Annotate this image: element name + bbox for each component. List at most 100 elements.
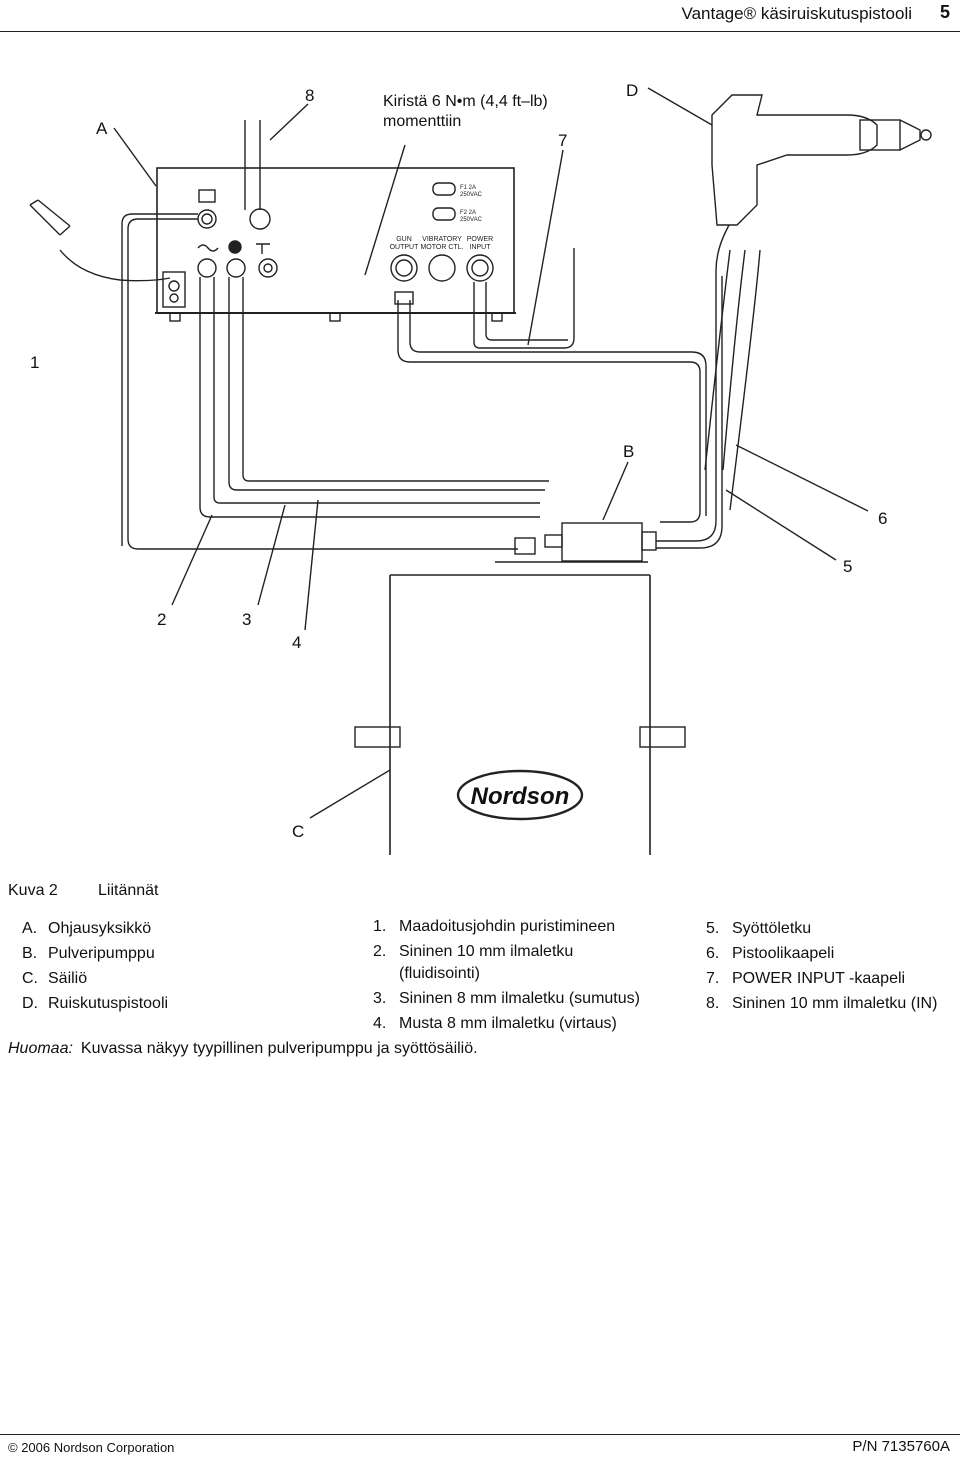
leader-6 bbox=[735, 444, 869, 512]
list-item: 6.Pistoolikaapeli bbox=[706, 941, 937, 966]
figure-caption: Kuva 2 Liitännät bbox=[8, 882, 159, 900]
header-rule bbox=[0, 31, 960, 32]
note-text: Kuvassa näkyy tyypillinen pulveripumppu … bbox=[80, 1040, 478, 1057]
ground-symbol-icon bbox=[169, 293, 179, 303]
list-item: D. Ruiskutuspistooli bbox=[22, 991, 168, 1016]
power-input-label-2: INPUT bbox=[470, 244, 492, 251]
flow-knob-icon bbox=[228, 240, 242, 254]
legend-text: Säiliö bbox=[48, 970, 88, 987]
hopper-handle-right bbox=[639, 726, 686, 748]
fuse1-voltage: 250VAC bbox=[460, 192, 483, 198]
gun-output-connector bbox=[390, 254, 418, 282]
list-item: 5. Syöttöletku bbox=[706, 916, 937, 941]
callout-C: C bbox=[292, 822, 304, 841]
callout-5: 5 bbox=[843, 557, 852, 576]
spray-gun bbox=[711, 94, 878, 226]
pump-elbow bbox=[514, 537, 536, 555]
power-input-inner bbox=[471, 259, 489, 277]
page-footer: © 2006 Nordson Corporation P/N 7135760A bbox=[0, 1434, 960, 1462]
list-item: 1.Maadoitusjohdin puristimineen bbox=[373, 916, 640, 938]
part-number: P/N 7135760A bbox=[852, 1438, 950, 1455]
power-cable bbox=[473, 248, 575, 349]
leader-D bbox=[647, 87, 713, 126]
vibratory-label-1: VIBRATORY bbox=[422, 236, 462, 243]
legend-text: Sininen 10 mm ilmaletku bbox=[399, 943, 574, 960]
nordson-logo-text: Nordson bbox=[471, 783, 570, 810]
vibratory-connector bbox=[428, 254, 456, 282]
fluidize-fitting bbox=[197, 258, 217, 278]
gun-nozzle-body bbox=[859, 119, 901, 151]
figure-note: Huomaa:Kuvassa näkyy tyypillinen pulveri… bbox=[8, 1040, 478, 1058]
filter-icon bbox=[198, 189, 216, 203]
caption-label: Kuva 2 bbox=[8, 882, 58, 899]
legend-letters: A.Ohjausyksikkö B.Pulveripumppu C.Säiliö… bbox=[22, 916, 168, 1016]
callout-D: D bbox=[626, 81, 638, 100]
gun-deflector bbox=[920, 129, 932, 141]
foot bbox=[169, 312, 181, 322]
callout-6: 6 bbox=[878, 509, 887, 528]
gun-output-label-1: GUN bbox=[396, 236, 412, 243]
legend-text: Ohjausyksikkö bbox=[48, 920, 152, 937]
gun-cables bbox=[704, 249, 761, 511]
callout-A: A bbox=[96, 119, 108, 138]
legend-continuation: (fluidisointi) bbox=[399, 965, 480, 982]
flow-fitting bbox=[258, 258, 278, 278]
hose-3 bbox=[199, 277, 540, 518]
hose-4 bbox=[228, 277, 549, 491]
vibratory-label-2: MOTOR CTL. bbox=[420, 244, 463, 251]
legend-key: 8. bbox=[706, 995, 720, 1012]
legend-numbers-2: 5. Syöttöletku 6.Pistoolikaapeli 7.POWER … bbox=[706, 916, 937, 1016]
legend-text: Syöttöletku bbox=[732, 920, 812, 937]
air-inlet-inner bbox=[201, 213, 213, 225]
callout-1: 1 bbox=[30, 353, 39, 372]
legend-key: A. bbox=[22, 920, 38, 937]
leader-torque bbox=[364, 144, 406, 276]
legend-key: 5. bbox=[706, 920, 720, 937]
gun-nozzle-tip bbox=[899, 119, 921, 151]
legend-text: POWER INPUT -kaapeli bbox=[732, 970, 906, 987]
page-number: 5 bbox=[939, 2, 950, 22]
powder-pump bbox=[561, 522, 643, 562]
supply-hose-5 bbox=[656, 210, 737, 549]
leader-7 bbox=[527, 149, 564, 346]
legend-key: 1. bbox=[373, 918, 387, 935]
legend-numbers-1: 1.Maadoitusjohdin puristimineen 2. Sinine… bbox=[373, 916, 640, 1035]
hose-2 bbox=[121, 213, 518, 550]
hopper-handle-left bbox=[354, 726, 401, 748]
ground-post bbox=[162, 271, 186, 308]
connection-diagram: F1 2A 250VAC F2 2A 250VAC GUN OUTPUT VIB… bbox=[29, 81, 932, 855]
legend-key: 2. bbox=[373, 943, 387, 960]
foot bbox=[491, 312, 503, 322]
pump-outlet bbox=[641, 531, 657, 551]
foot bbox=[329, 312, 341, 322]
list-item: 7.POWER INPUT -kaapeli bbox=[706, 966, 937, 991]
gun-output-label-2: OUTPUT bbox=[390, 244, 420, 251]
leader-B bbox=[602, 461, 629, 521]
gun-output-pins bbox=[395, 259, 413, 277]
header-title: Vantage® käsiruiskutuspistooli bbox=[681, 4, 913, 23]
torque-note-line1: Kiristä 6 N•m (4,4 ft–lb) bbox=[383, 93, 548, 110]
power-input-label-1: POWER bbox=[467, 236, 493, 243]
callout-7: 7 bbox=[558, 131, 567, 150]
flow-fitting-inner bbox=[263, 263, 273, 273]
leader-C bbox=[309, 769, 391, 819]
legend-key: 4. bbox=[373, 1015, 387, 1032]
atomize-icon bbox=[256, 243, 270, 254]
list-item: A. Ohjausyksikkö bbox=[22, 916, 168, 941]
caption-title: Liitännät bbox=[98, 882, 159, 899]
pump-inlet bbox=[544, 534, 563, 548]
power-input-connector bbox=[466, 254, 494, 282]
legend-key: D. bbox=[22, 995, 38, 1012]
torque-note-line2: momenttiin bbox=[383, 113, 461, 130]
list-item: 8. Sininen 10 mm ilmaletku (IN) bbox=[706, 991, 937, 1016]
ground-clamp bbox=[29, 199, 71, 236]
legend-text: Ruiskutuspistooli bbox=[48, 995, 169, 1012]
legend-text: Sininen 10 mm ilmaletku (IN) bbox=[732, 995, 938, 1012]
legend-key: B. bbox=[22, 945, 38, 962]
legend-text: Pistoolikaapeli bbox=[732, 945, 835, 962]
legend-text: Sininen 8 mm ilmaletku (sumutus) bbox=[399, 990, 640, 1007]
leader-8 bbox=[269, 103, 309, 141]
fuse2-icon bbox=[432, 207, 456, 221]
callout-3: 3 bbox=[242, 610, 251, 629]
callout-2: 2 bbox=[157, 610, 166, 629]
